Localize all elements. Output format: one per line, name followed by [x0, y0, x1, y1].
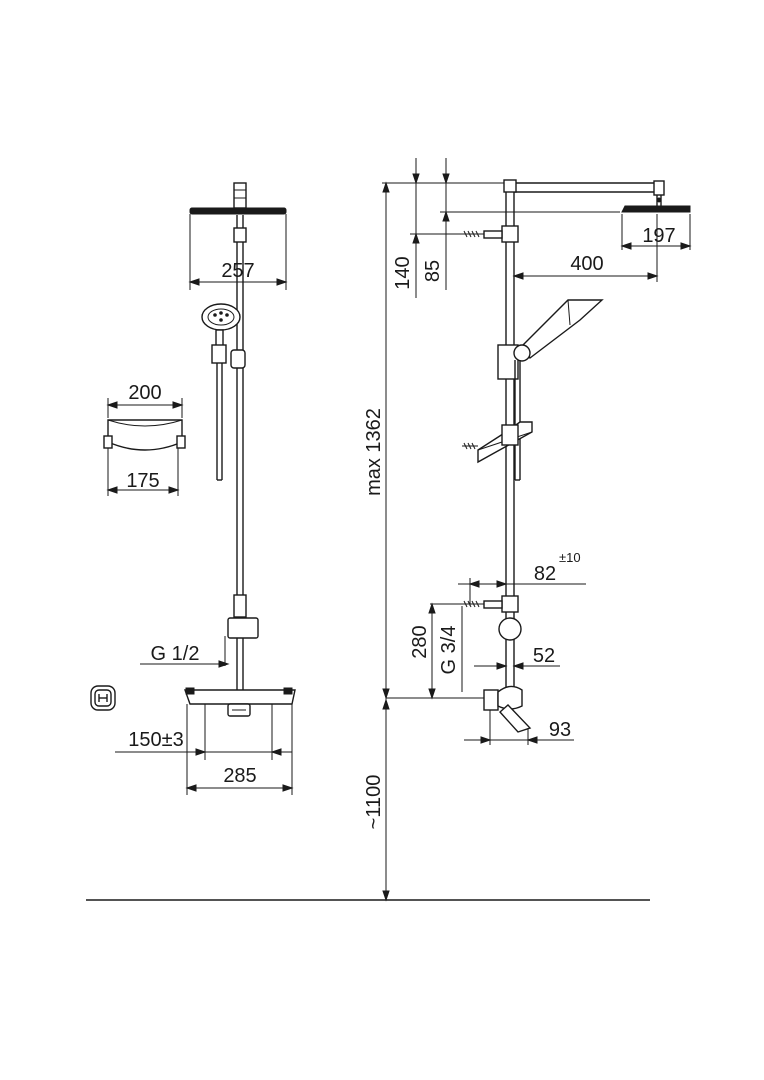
dim-lower-span: 280 [409, 625, 431, 658]
dim-top-offset: 140 [392, 256, 414, 289]
dim-holder-width-bottom: 175 [126, 470, 159, 492]
side-view: 197 400 140 85 max 1362 [363, 158, 692, 902]
side-hand-shower [522, 299, 604, 360]
dim-mixer-width: 285 [223, 765, 256, 787]
dim-outlet-offset: 52 [533, 645, 555, 667]
dim-floor-height: ~1100 [363, 775, 385, 830]
front-lower-connector [233, 594, 247, 618]
dim-head-depth: 197 [642, 225, 675, 247]
front-lower-bracket [227, 617, 259, 639]
dim-mixer-depth: 93 [549, 719, 571, 741]
side-overhead-shower [621, 205, 691, 213]
front-top-connector [233, 182, 247, 209]
side-top-bracket [501, 225, 519, 243]
front-thermostat-mixer [184, 689, 296, 705]
front-view: 257 200 175 [90, 182, 296, 795]
dim-arm-length: 400 [570, 253, 603, 275]
dim-arm-offset: 85 [422, 260, 444, 282]
front-overhead-shower [189, 207, 287, 215]
side-thermostat-mixer [483, 689, 499, 711]
side-lower-joint [498, 617, 522, 641]
dim-inlet-centers: 150±3 [128, 729, 183, 751]
side-lower-bracket [501, 595, 519, 613]
side-mixer-handle [499, 704, 532, 733]
dim-holder-width-top: 200 [128, 382, 161, 404]
label-outlet-thread: G 3/4 [438, 626, 460, 675]
front-slider [230, 349, 246, 369]
front-soap-holder [107, 419, 183, 451]
side-top-screw [462, 230, 484, 238]
dim-head-width: 257 [221, 260, 254, 282]
dim-bracket-tolerance: ±10 [559, 550, 581, 565]
side-slider [497, 344, 519, 380]
dim-max-height: max 1362 [363, 408, 385, 496]
dim-bracket-offset: 82 [534, 563, 556, 585]
label-inlet-thread: G 1/2 [151, 643, 200, 665]
